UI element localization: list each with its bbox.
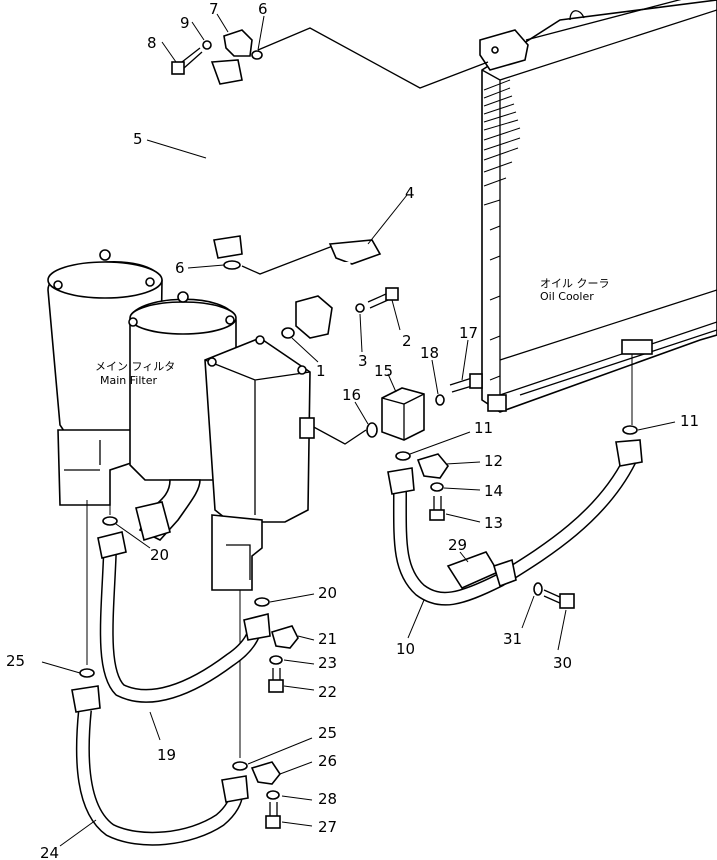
washer-14 — [430, 482, 444, 492]
routing-line-6 — [241, 243, 339, 275]
callout-30: 30 — [553, 654, 572, 672]
callout-31: 31 — [503, 630, 522, 648]
oil-cooler-caption-jp: オイル クーラ — [540, 277, 610, 290]
bolt-17 — [449, 373, 483, 393]
callout-4: 4 — [405, 184, 415, 202]
callout-6: 6 — [258, 0, 268, 18]
callout-25: 25 — [318, 724, 337, 742]
bolt-22 — [268, 668, 284, 693]
flange-half-26 — [250, 761, 281, 785]
callout-17: 17 — [459, 324, 478, 342]
callout-19: 19 — [157, 746, 176, 764]
callout-12: 12 — [484, 452, 503, 470]
washer-31 — [533, 582, 543, 596]
callout-10: 10 — [396, 640, 415, 658]
washer-18 — [435, 394, 445, 406]
o-ring-20-right — [254, 597, 270, 607]
block-15-edges — [381, 393, 425, 440]
routing-line-16 — [309, 424, 367, 445]
callout-15: 15 — [374, 362, 393, 380]
o-ring-25-left — [79, 668, 95, 678]
callout-22: 22 — [318, 683, 337, 701]
callout-9: 9 — [180, 14, 190, 32]
callout-11: 11 — [680, 412, 699, 430]
hose-24 — [71, 685, 249, 846]
callout-2: 2 — [402, 332, 412, 350]
callout-16: 16 — [342, 386, 361, 404]
o-ring-11-left — [395, 451, 411, 461]
o-ring-6-bottom — [223, 260, 241, 270]
callout-5: 5 — [133, 130, 143, 148]
callout-26: 26 — [318, 752, 337, 770]
tube-4 — [295, 239, 382, 339]
guide-lines — [86, 354, 633, 758]
bolt-2 — [367, 287, 399, 309]
callout-3: 3 — [358, 352, 368, 370]
bolt-30 — [543, 589, 575, 609]
o-ring-25-right — [232, 761, 248, 771]
callout-20: 20 — [150, 546, 169, 564]
callout-23: 23 — [318, 654, 337, 672]
main-filter-caption-jp: メイン フィルタ — [95, 360, 175, 373]
callout-1: 1 — [316, 362, 326, 380]
flange-half-7 — [223, 29, 253, 57]
flange-half-12 — [416, 453, 449, 479]
callout-21: 21 — [318, 630, 337, 648]
o-ring-1 — [281, 327, 295, 339]
flange-half-21 — [271, 625, 299, 649]
callout-20: 20 — [318, 584, 337, 602]
callout-24: 24 — [40, 844, 59, 860]
callout-18: 18 — [420, 344, 439, 362]
oil-cooler — [479, 0, 717, 413]
bracket-29 — [493, 558, 517, 588]
block-15 — [381, 387, 425, 441]
callout-28: 28 — [318, 790, 337, 808]
main-filter-caption-en: Main Filter — [100, 374, 157, 387]
upper-hose — [202, 59, 243, 259]
main-filter-right — [204, 335, 315, 591]
bolt-13 — [429, 496, 445, 521]
bolt-8 — [171, 47, 203, 75]
o-ring-11-right — [622, 425, 638, 435]
callout-25: 25 — [6, 652, 25, 670]
washer-3 — [355, 303, 365, 313]
callout-11: 11 — [474, 419, 493, 437]
washer-23 — [269, 655, 283, 665]
washer-9 — [202, 40, 212, 50]
callout-6: 6 — [175, 259, 185, 277]
callout-7: 7 — [209, 0, 219, 18]
washer-28 — [266, 790, 280, 800]
callout-29: 29 — [448, 536, 467, 554]
oil-cooler-caption-en: Oil Cooler — [540, 290, 594, 303]
o-ring-6-top — [251, 50, 263, 60]
hose-19 — [97, 531, 271, 703]
callout-27: 27 — [318, 818, 337, 836]
callout-14: 14 — [484, 482, 503, 500]
callout-13: 13 — [484, 514, 503, 532]
routing-line-top — [257, 27, 489, 89]
o-ring-20-left — [102, 516, 118, 526]
callout-8: 8 — [147, 34, 157, 52]
hose-10 — [387, 439, 643, 606]
bolt-27 — [265, 802, 281, 829]
leader-lines — [41, 13, 676, 847]
o-ring-16 — [366, 422, 378, 438]
